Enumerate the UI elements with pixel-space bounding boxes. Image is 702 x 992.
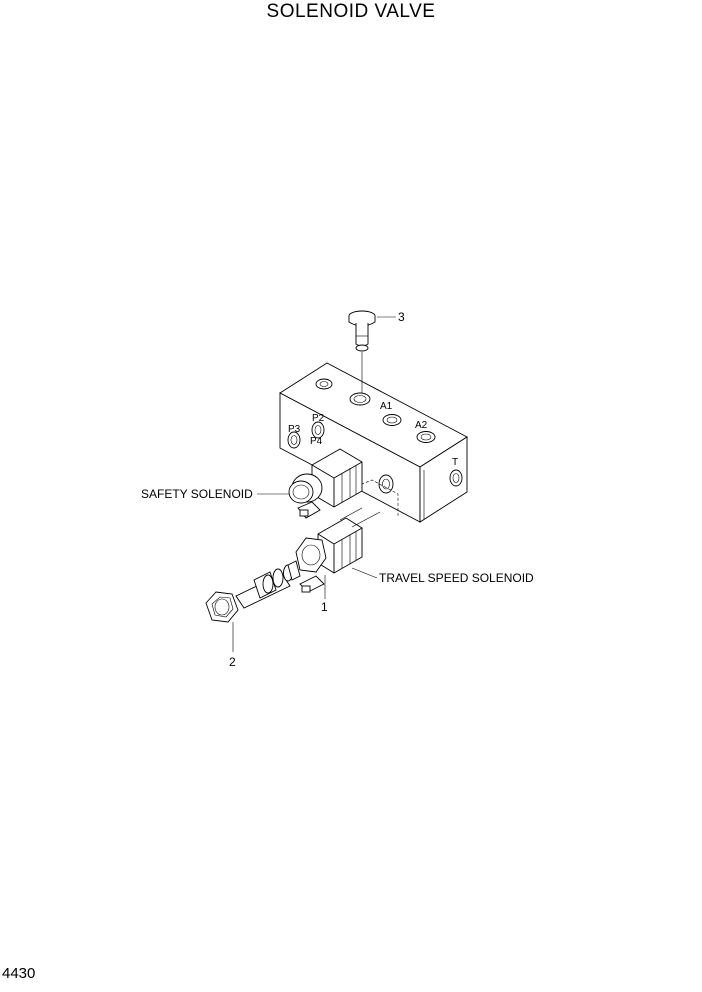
callout-1: 1	[321, 600, 328, 614]
port-label-a1: A1	[380, 401, 393, 412]
callout-3: 3	[398, 310, 405, 324]
port-label-t: T	[452, 457, 458, 468]
cartridge-part-2	[205, 560, 301, 623]
port-label-a2: A2	[415, 420, 428, 431]
callout-2: 2	[229, 655, 236, 669]
plug-part-3	[348, 310, 396, 393]
leader-travel	[351, 567, 378, 579]
page-number: 4430	[2, 965, 36, 982]
side-ports	[287, 421, 463, 516]
port-label-p3: P3	[288, 424, 301, 435]
safety-solenoid	[288, 448, 363, 519]
top-ports	[315, 378, 436, 443]
port-label-p4: P4	[310, 436, 323, 447]
travel-speed-solenoid	[295, 507, 381, 593]
port-label-p2: P2	[312, 413, 325, 424]
callout-safety-solenoid: SAFETY SOLENOID	[141, 487, 253, 501]
page-title: SOLENOID VALVE	[266, 1, 436, 22]
callout-travel-speed-solenoid: TRAVEL SPEED SOLENOID	[379, 571, 534, 585]
